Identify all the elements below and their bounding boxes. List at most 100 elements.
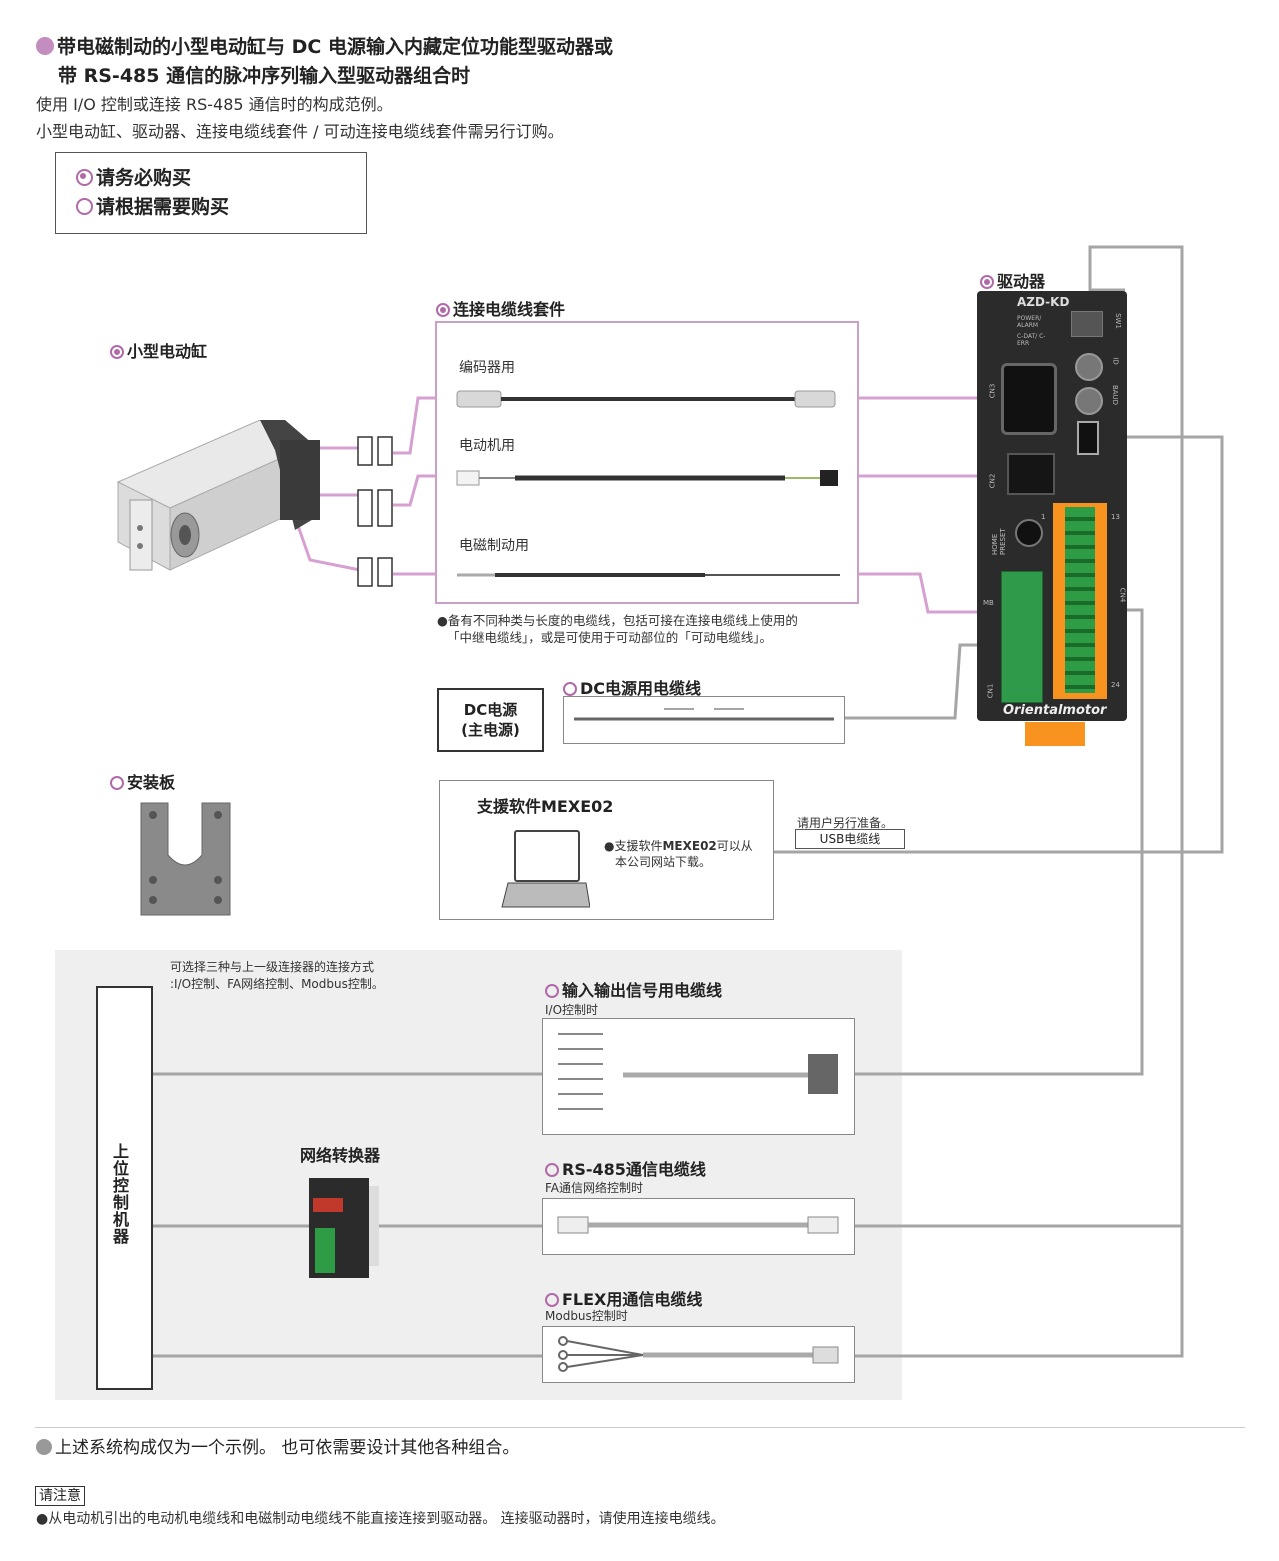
id-label: ID xyxy=(1111,357,1120,365)
sw1-label: SW1 xyxy=(1113,313,1122,329)
software-note-bold: MEXE02 xyxy=(662,839,717,853)
software-title: 支援软件MEXE02 xyxy=(477,797,614,816)
brake-cable-label: 电磁制动用 xyxy=(459,538,529,554)
dc-power-line1: DC电源 xyxy=(463,701,518,719)
legend-box: 请务必购买 请根据需要购买 xyxy=(55,152,367,234)
sw1-switch xyxy=(1071,311,1103,337)
cn3-label: CN3 xyxy=(988,383,997,399)
driver-label: 驱动器 xyxy=(980,268,1045,292)
usb-port xyxy=(1077,421,1099,455)
flex-cable-title-text: FLEX用通信电缆线 xyxy=(562,1290,703,1309)
optional-mark-icon xyxy=(545,1163,559,1177)
host-note-2: :I/O控制、FA网络控制、Modbus控制。 xyxy=(170,977,384,991)
cn1-label: CN1 xyxy=(986,683,995,699)
mounting-plate-label-text: 安装板 xyxy=(127,773,176,792)
host-controller-box: 上位控制机器 xyxy=(96,986,153,1390)
flex-cable-title: FLEX用通信电缆线 xyxy=(545,1286,702,1310)
usb-label: USB电缆线 xyxy=(795,829,905,849)
io-cable-title: 输入输出信号用电缆线 xyxy=(545,977,722,1001)
dc-power-box: DC电源 (主电源) xyxy=(437,688,544,752)
line-brake-right xyxy=(857,572,998,614)
pin24-label: 24 xyxy=(1111,681,1120,689)
optional-mark-icon xyxy=(545,984,559,998)
cable-set-box: 编码器用 电动机用 电磁制动用 xyxy=(435,321,859,604)
pin1-label: 1 xyxy=(1041,513,1046,521)
flex-cable-sub: Modbus控制时 xyxy=(545,1309,628,1323)
cn4-label: CN4 xyxy=(1118,587,1127,603)
optional-mark-icon xyxy=(76,198,93,215)
required-mark-icon xyxy=(436,303,450,317)
cable-set-note-2: 「中继电缆线」，或是可使用于可动部位的「可动电缆线」。 xyxy=(447,630,773,645)
footer-divider xyxy=(35,1427,1245,1428)
optional-mark-icon xyxy=(110,776,124,790)
mb-label: MB xyxy=(983,599,994,607)
flex-cable-box xyxy=(542,1326,855,1383)
actuator-image xyxy=(116,420,320,571)
rs485-cable-title: RS-485通信电缆线 xyxy=(545,1156,706,1180)
encoder-cable-label: 编码器用 xyxy=(459,360,515,376)
rs485-cable-title-text: RS-485通信电缆线 xyxy=(562,1160,706,1179)
optional-mark-icon xyxy=(563,682,577,696)
software-note-1: ●支援软件MEXE02可以从 xyxy=(604,837,753,854)
cable-set-note-1: ●备有不同种类与长度的电缆线，包括可接在连接电缆线上使用的 xyxy=(437,613,798,628)
io-cable-image xyxy=(558,1033,838,1110)
dc-cable-title: DC电源用电缆线 xyxy=(563,675,701,699)
dc-cable-title-text: DC电源用电缆线 xyxy=(580,679,702,698)
software-box: 支援软件MEXE02 ●支援软件MEXE02可以从 本公司网站下载。 xyxy=(439,780,774,920)
encoder-cable-image xyxy=(456,390,836,408)
title-line-1: 带电磁制动的小型电动缸与 DC 电源输入内藏定位功能型驱动器或 xyxy=(57,36,613,58)
description-line-2: 小型电动缸、驱动器、连接电缆线套件 / 可动连接电缆线套件需另行订购。 xyxy=(36,122,564,141)
io-cable-title-text: 输入输出信号用电缆线 xyxy=(562,981,723,1000)
line-usb xyxy=(773,435,1224,854)
footer-note: 上述系统构成仅为一个示例。 也可依需要设计其他各种组合。 xyxy=(36,1433,519,1458)
software-note-pre: ●支援软件 xyxy=(604,839,663,853)
din-clip xyxy=(1025,722,1085,746)
id-dial xyxy=(1075,353,1103,381)
line-brake-left xyxy=(294,519,436,576)
legend-optional: 请根据需要购买 xyxy=(76,192,229,219)
driver-model: AZD-KD xyxy=(1017,295,1070,309)
cn1-terminal-block xyxy=(1001,571,1043,703)
cable-set-title-text: 连接电缆线套件 xyxy=(453,300,566,319)
footer-note-text: 上述系统构成仅为一个示例。 也可依需要设计其他各种组合。 xyxy=(55,1438,520,1458)
io-cable-sub: I/O控制时 xyxy=(545,1003,599,1017)
attention-text: ●从电动机引出的电动机电缆线和电磁制动电缆线不能直接连接到驱动器。 连接驱动器时… xyxy=(36,1511,725,1527)
flex-cable-image xyxy=(558,1336,839,1372)
required-mark-icon xyxy=(110,345,124,359)
driver-label-text: 驱动器 xyxy=(997,272,1046,291)
laptop-icon xyxy=(501,830,590,908)
legend-optional-label: 请根据需要购买 xyxy=(96,196,230,218)
led-power-label: POWER/ ALARM xyxy=(1017,315,1042,329)
title-line-2: 带 RS-485 通信的脉冲序列输入型驱动器组合时 xyxy=(58,65,471,87)
cn2-connector xyxy=(1007,453,1055,495)
rs485-cable-sub: FA通信网络控制时 xyxy=(545,1181,644,1195)
actuator-label-text: 小型电动缸 xyxy=(127,342,208,361)
motor-cable-label: 电动机用 xyxy=(459,438,515,454)
driver-image: AZD-KD POWER/ ALARM C-DAT/ C-ERR SW1 ID … xyxy=(977,291,1127,721)
legend-required-label: 请务必购买 xyxy=(96,167,192,189)
rs485-cable-box xyxy=(542,1198,855,1255)
cn3-connector xyxy=(1001,363,1057,435)
baud-label: BAUD xyxy=(1111,384,1120,406)
line-encoder-left-2 xyxy=(393,396,436,455)
led-cdat-label: C-DAT/ C-ERR xyxy=(1017,333,1046,347)
mounting-plate-label: 安装板 xyxy=(110,769,175,793)
home-preset-button xyxy=(1015,519,1043,547)
attention-badge: 请注意 xyxy=(35,1486,85,1506)
brake-cable-image xyxy=(457,573,840,577)
line-flex xyxy=(855,245,1184,1358)
brand-logo: Orientalmotor xyxy=(1003,703,1107,718)
cable-set-title: 连接电缆线套件 xyxy=(436,296,565,320)
required-mark-icon xyxy=(76,169,93,186)
host-controller-label: 上位控制机器 xyxy=(113,1142,130,1246)
dc-cable-box xyxy=(563,696,845,744)
page-title: 带电磁制动的小型电动缸与 DC 电源输入内藏定位功能型驱动器或 xyxy=(36,33,613,62)
cn4-terminal-block xyxy=(1053,503,1107,699)
description-line-1: 使用 I/O 控制或连接 RS-485 通信时的构成范例。 xyxy=(36,95,393,114)
dc-power-text: DC电源 (主电源) xyxy=(439,700,542,740)
software-note-post: 可以从 xyxy=(716,839,753,853)
actuator-label: 小型电动缸 xyxy=(110,338,207,362)
usb-note: 请用户另行准备。 xyxy=(797,816,894,830)
optional-mark-icon xyxy=(545,1293,559,1307)
rs485-cable-image xyxy=(557,1216,839,1234)
